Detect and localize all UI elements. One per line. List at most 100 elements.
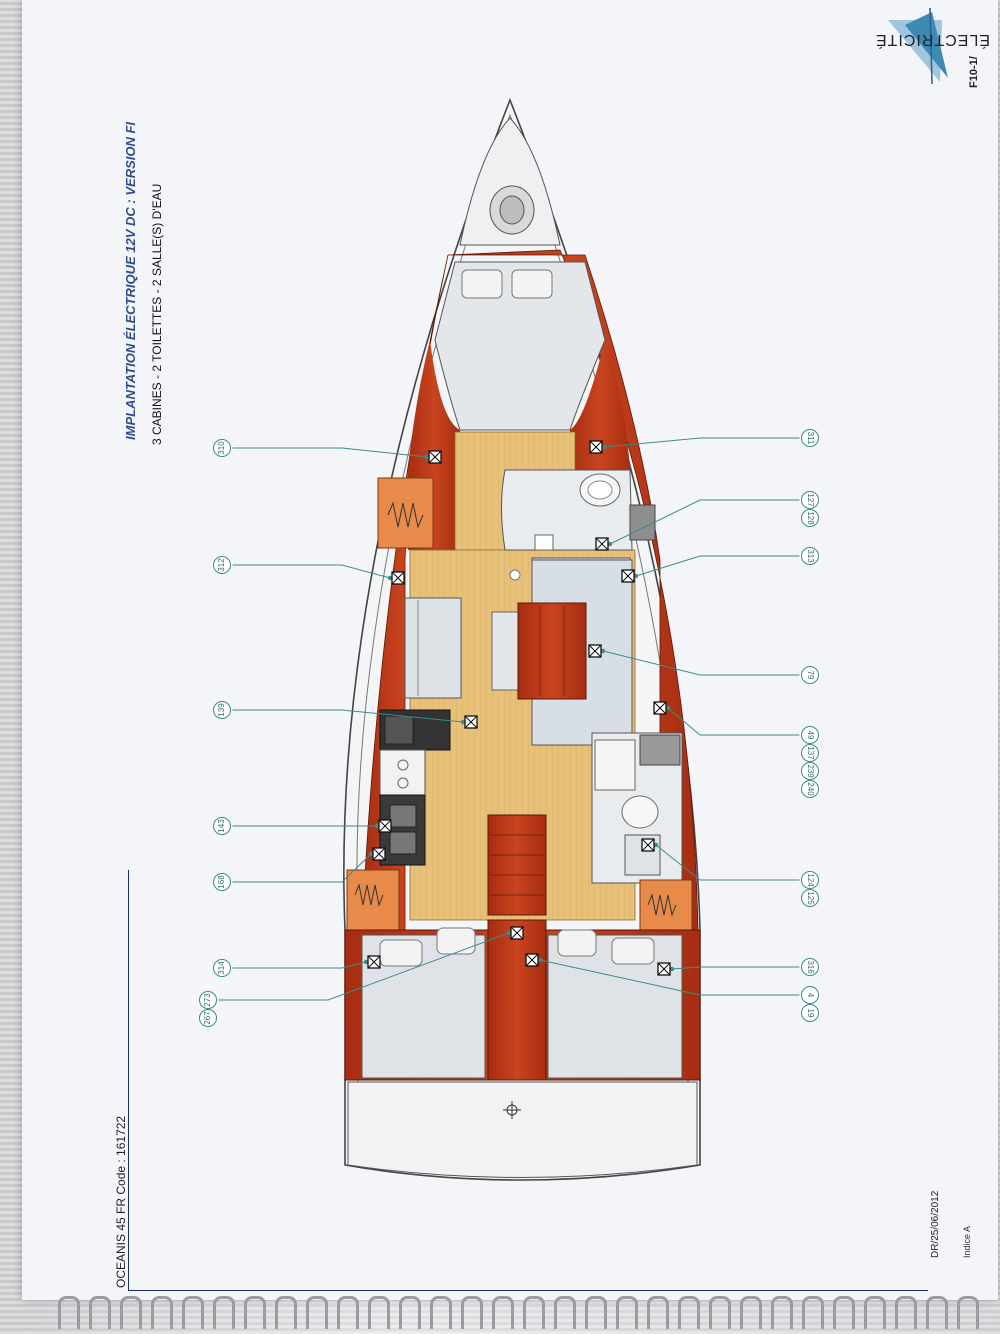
- callout-label: 312: [217, 558, 226, 572]
- callout-circle: 316: [801, 958, 819, 976]
- binding-ring: [368, 1296, 390, 1329]
- leader-point: [460, 719, 466, 725]
- callout-circle: 128: [801, 509, 819, 527]
- binding-ring: [399, 1296, 421, 1329]
- binding-ring: [461, 1296, 483, 1329]
- leader-line: [232, 961, 367, 969]
- callout-label: 139: [217, 703, 226, 717]
- binding-ring: [523, 1296, 545, 1329]
- callout-circle: 125: [801, 889, 819, 907]
- callout-circle: 267: [199, 1009, 217, 1027]
- binding-ring: [151, 1296, 173, 1329]
- leader-line: [232, 447, 428, 458]
- callout-label: 143: [217, 819, 226, 833]
- leader-line: [539, 959, 800, 996]
- callout-143: 143: [213, 817, 231, 835]
- callout-label: 19: [806, 1009, 815, 1018]
- binding-ring: [895, 1296, 917, 1329]
- callout-circle: 79: [801, 666, 819, 684]
- callout-label: 124: [806, 873, 815, 887]
- callout-circle: 139: [213, 701, 231, 719]
- callout-label: 273: [203, 993, 212, 1007]
- binding-ring: [678, 1296, 700, 1329]
- section-heading: ÉLECTRICITÉ: [874, 31, 990, 48]
- frame-line: [128, 1290, 928, 1291]
- light-fixture-icon: [657, 962, 671, 976]
- callout-313: 313: [801, 547, 819, 565]
- callout-79: 79: [801, 666, 819, 684]
- binding-ring: [616, 1296, 638, 1329]
- leader-line: [671, 966, 800, 970]
- anchor-windlass-icon: [489, 185, 535, 235]
- binding-ring: [802, 1296, 824, 1329]
- leader-line: [667, 707, 800, 736]
- page-subtitle: 3 CABINES - 2 TOILETTES - 2 SALLE(S) D'E…: [150, 183, 164, 445]
- leader-point: [601, 444, 607, 450]
- leader-point: [506, 930, 512, 936]
- leader-point: [665, 705, 671, 711]
- callout-circle: 239: [801, 762, 819, 780]
- callout-circle: 312: [213, 556, 231, 574]
- leader-line: [218, 932, 510, 1001]
- binding-ring: [244, 1296, 266, 1329]
- callout-label: 239: [806, 764, 815, 778]
- leader-point: [600, 648, 606, 654]
- binding-ring: [275, 1296, 297, 1329]
- callout-circle: 311: [801, 429, 819, 447]
- callout-314: 314: [213, 959, 231, 977]
- callout-label: 314: [217, 961, 226, 975]
- callout-label: 168: [217, 875, 226, 889]
- date-reference: DR/25/06/2012: [930, 1190, 941, 1258]
- callout-label: 313: [806, 549, 815, 563]
- callout-4-19: 4 19: [801, 986, 819, 1022]
- light-fixture-icon: [372, 847, 386, 861]
- revision-index: Indice A: [962, 1225, 972, 1258]
- callout-circle: 143: [213, 817, 231, 835]
- binding-ring: [306, 1296, 328, 1329]
- frame-line: [128, 870, 129, 1290]
- leader-point: [363, 959, 369, 965]
- binding-ring: [554, 1296, 576, 1329]
- callout-label: 4: [806, 993, 815, 998]
- callout-circle: 137: [801, 744, 819, 762]
- leader-point: [387, 575, 393, 581]
- leader-point: [669, 966, 675, 972]
- callout-label: 49: [806, 731, 815, 740]
- callout-circle: 310: [213, 439, 231, 457]
- callout-310: 310: [213, 439, 231, 457]
- callout-circle: 314: [213, 959, 231, 977]
- leader-point: [368, 851, 374, 857]
- binding-ring: [709, 1296, 731, 1329]
- binding-ring: [833, 1296, 855, 1329]
- leader-point: [537, 957, 543, 963]
- callout-circle: 313: [801, 547, 819, 565]
- binding-ring: [740, 1296, 762, 1329]
- page-title: IMPLANTATION ÉLECTRIQUE 12V DC : VERSION…: [123, 121, 138, 440]
- callout-label: 127: [806, 493, 815, 507]
- binding-ring: [585, 1296, 607, 1329]
- callout-label: 137: [806, 746, 815, 760]
- light-fixture-icon: [367, 955, 381, 969]
- leader-line: [232, 853, 372, 883]
- leader-line: [609, 499, 800, 545]
- leader-point: [653, 842, 659, 848]
- callout-168: 168: [213, 873, 231, 891]
- light-fixture-icon: [621, 569, 635, 583]
- callout-label: 267: [203, 1011, 212, 1025]
- light-fixture-icon: [588, 644, 602, 658]
- callout-312: 312: [213, 556, 231, 574]
- hanger-zigzag-icon: [647, 893, 677, 917]
- leader-line: [602, 650, 800, 676]
- callout-label: 316: [806, 960, 815, 974]
- crosshair-icon: [503, 1101, 521, 1119]
- leader-point: [374, 823, 380, 829]
- leader-line: [603, 437, 800, 448]
- callout-circle: 168: [213, 873, 231, 891]
- sailboat-logo-icon: [888, 7, 948, 85]
- light-fixture-icon: [589, 440, 603, 454]
- binding-ring: [957, 1296, 979, 1329]
- leader-point: [607, 541, 613, 547]
- binding-ring: [89, 1296, 111, 1329]
